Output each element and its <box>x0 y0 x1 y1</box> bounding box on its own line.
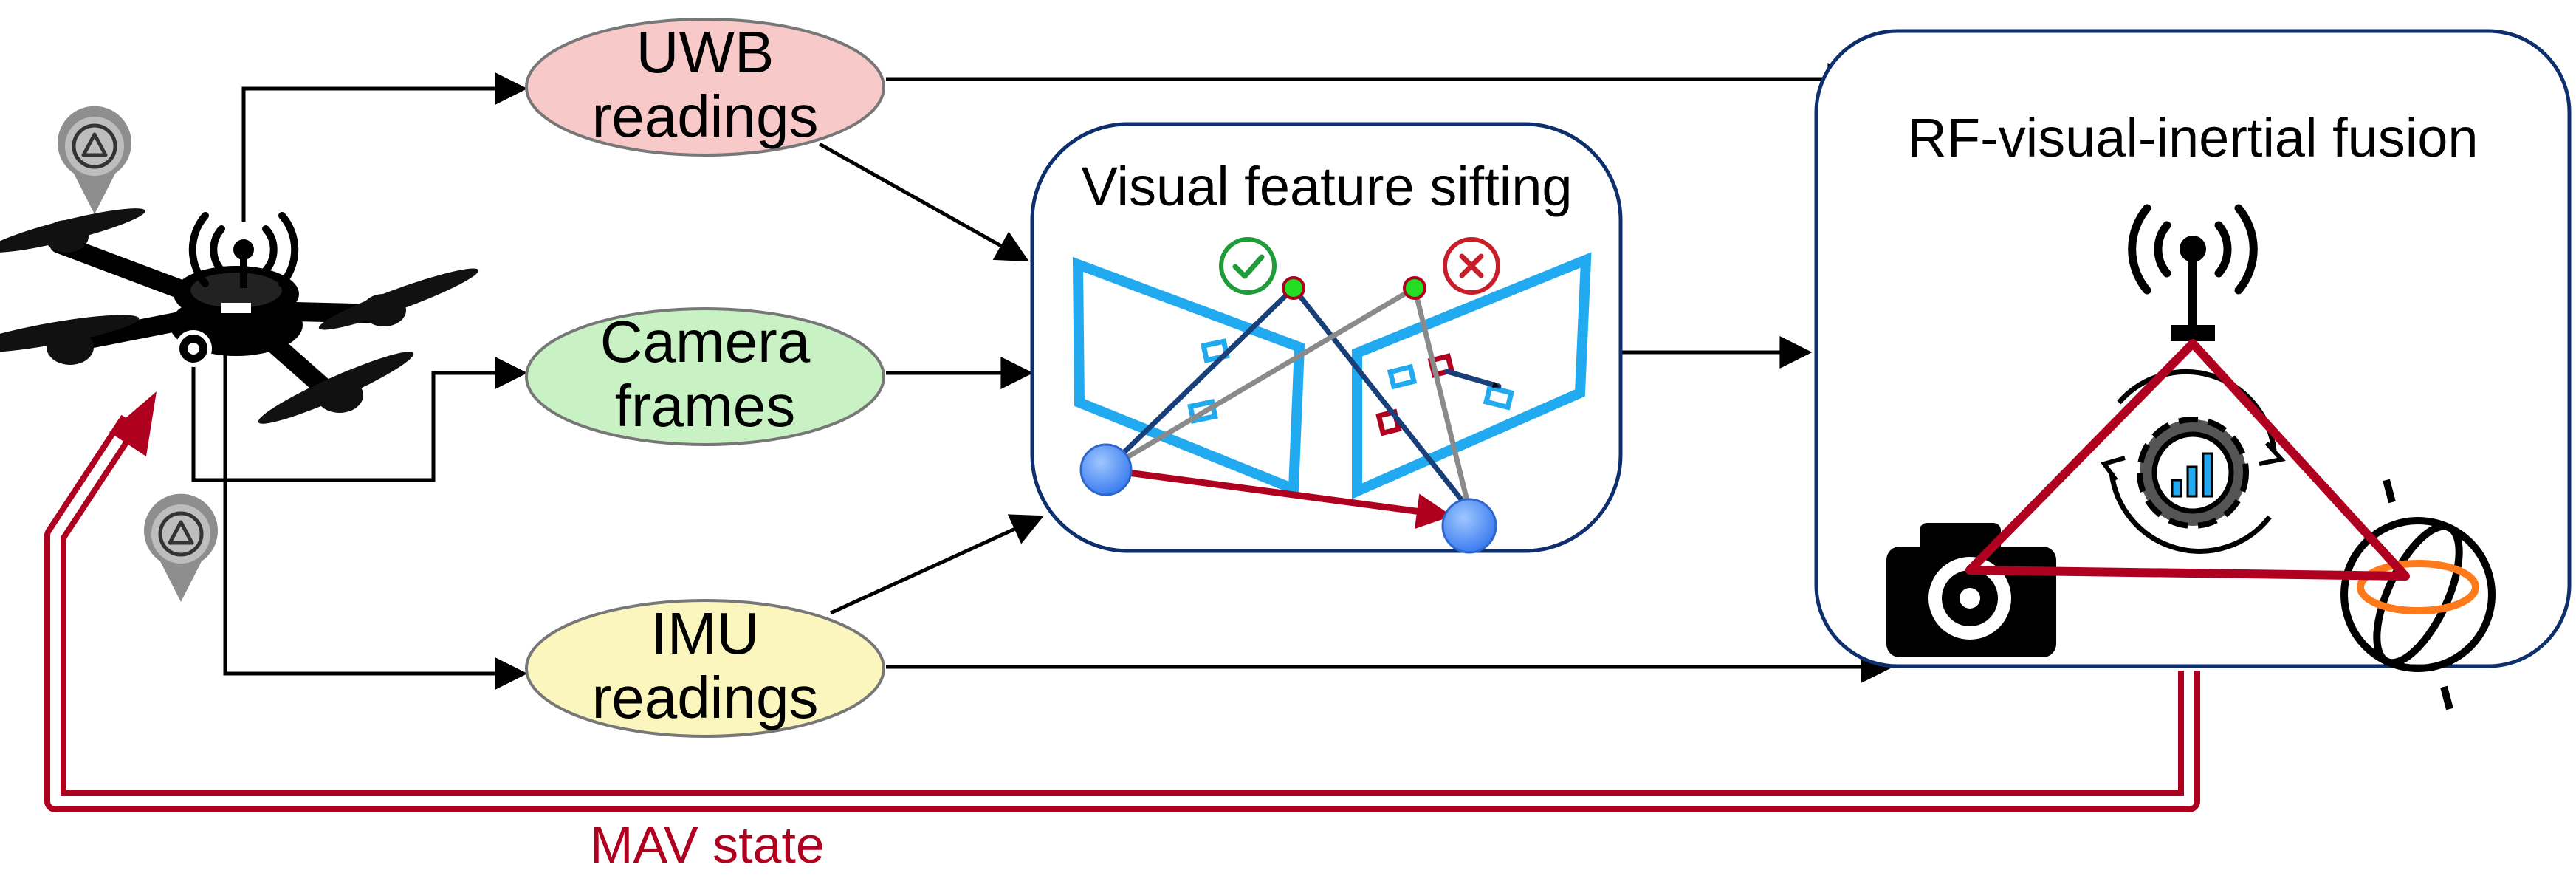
camera-position <box>1079 443 1133 496</box>
drone-icon <box>0 208 479 424</box>
imu-readings-node: IMU readings <box>525 599 885 738</box>
camera-frames-node: Camera frames <box>525 307 885 446</box>
mav-state-label: MAV state <box>590 816 825 874</box>
arrow-drone-to-camera <box>191 347 528 482</box>
location-pin-icon <box>144 493 218 602</box>
camera-label-line1: Camera <box>600 309 811 374</box>
feature-marker <box>1387 363 1418 390</box>
camera-position <box>1441 498 1497 554</box>
imu-label-line2: readings <box>592 665 819 730</box>
feature-marker <box>1201 338 1230 363</box>
feature-point <box>1403 276 1426 300</box>
arrow-drone-to-uwb <box>241 72 528 222</box>
camera-frame-right <box>1352 252 1592 499</box>
motion-arrow <box>1105 466 1452 530</box>
imu-label-line1: IMU <box>651 600 760 666</box>
ray <box>1444 369 1502 389</box>
uwb-label-line2: readings <box>592 83 819 149</box>
ray <box>1291 285 1472 513</box>
ray <box>1103 285 1418 473</box>
location-pin-icon <box>57 106 131 214</box>
feature-marker <box>1483 384 1515 411</box>
uwb-label-line1: UWB <box>636 19 774 85</box>
fusion-title: RF-visual-inertial fusion <box>1907 107 2478 168</box>
cross-icon <box>1443 237 1500 295</box>
mav-state-feedback-loop <box>44 391 2200 812</box>
sifting-title: Visual feature sifting <box>1081 156 1572 217</box>
arrow-drone-to-imu <box>223 347 528 690</box>
arrow-imu-to-sifting <box>829 514 1045 615</box>
check-icon <box>1219 237 1277 295</box>
camera-frame-left <box>1072 256 1305 497</box>
connectors <box>191 63 1894 690</box>
antenna-icon <box>2128 204 2258 341</box>
visual-feature-sifting-box: Visual feature sifting <box>1030 122 1623 554</box>
camera-label-line2: frames <box>615 373 796 439</box>
arrow-uwb-to-sifting <box>818 142 1029 262</box>
imu-gyroscope-icon <box>2340 479 2496 710</box>
ray <box>1412 285 1472 513</box>
rf-visual-inertial-fusion-box: RF-visual-inertial fusion <box>1814 29 2572 710</box>
fusion-triangle <box>1965 339 2410 581</box>
feature-point <box>1282 276 1305 300</box>
ray <box>1103 285 1296 473</box>
uwb-readings-node: UWB readings <box>525 18 885 157</box>
